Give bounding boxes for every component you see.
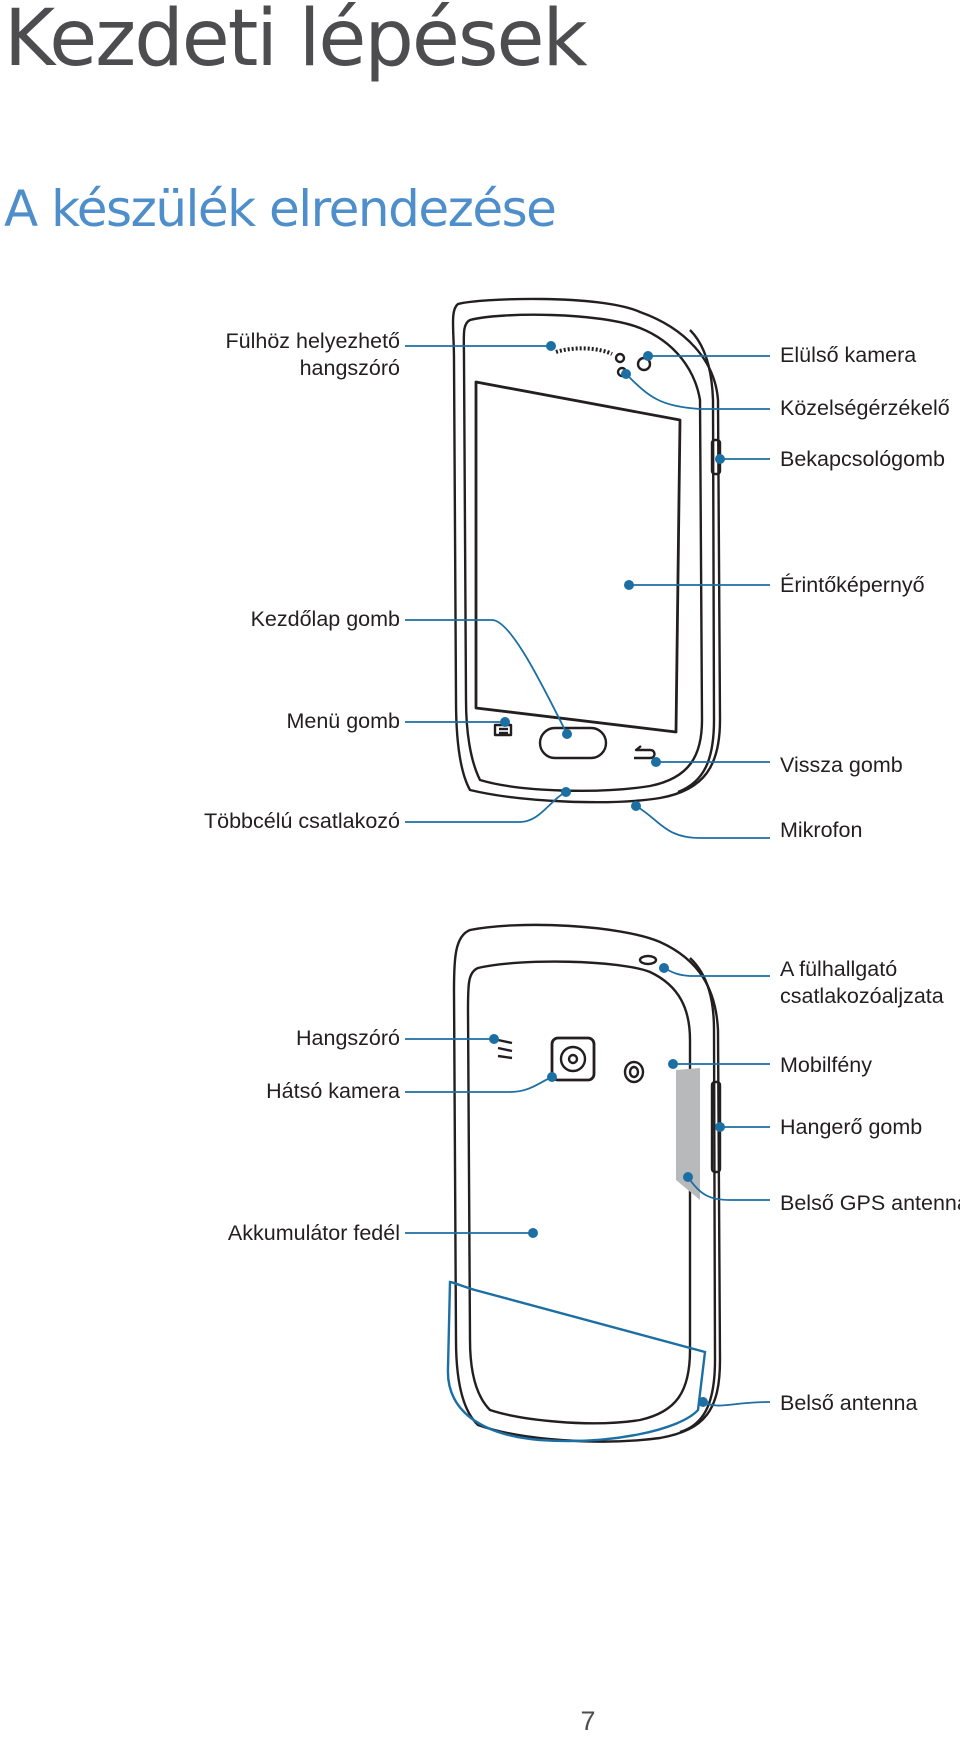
- label-headset-jack: A fülhallgató csatlakozóaljzata: [780, 957, 944, 1008]
- gps-antenna-area: [676, 1068, 700, 1200]
- callout-dot-proximity: [621, 369, 631, 379]
- callout-dot-power: [715, 454, 725, 464]
- callout-dot-earpiece: [546, 341, 556, 351]
- callout-dot-volume: [715, 1122, 725, 1132]
- headset-jack-shape: [638, 954, 658, 966]
- label-internal-antenna: Belső antenna: [780, 1391, 918, 1415]
- rear-view-illustration: [405, 923, 771, 1443]
- label-volume-button: Hangerő gomb: [780, 1115, 923, 1139]
- callout-dot-front-camera: [643, 351, 653, 361]
- label-gps-antenna: Belső GPS antenna: [780, 1191, 960, 1215]
- proximity-sensor-1: [614, 352, 626, 364]
- callout-dot-back: [651, 757, 661, 767]
- rear-camera-lens: [559, 1045, 587, 1073]
- callout-dot-mic: [631, 801, 641, 811]
- label-multipurpose-jack: Többcélú csatlakozó: [204, 809, 400, 833]
- chapter-title: Kezdeti lépések: [4, 0, 588, 84]
- callout-dot-speaker: [489, 1034, 499, 1044]
- label-microphone: Mikrofon: [780, 818, 863, 842]
- label-menu-button: Menü gomb: [286, 709, 400, 733]
- label-touchscreen: Érintőképernyő: [780, 573, 925, 597]
- label-power-button: Bekapcsológomb: [780, 447, 945, 471]
- callout-dot-home: [562, 729, 572, 739]
- front-view-illustration: [405, 297, 770, 839]
- back-key-icon: [634, 745, 656, 760]
- phone-side-edge: [677, 329, 716, 794]
- label-flash: Mobilfény: [780, 1053, 873, 1077]
- touchscreen-outline: [474, 380, 682, 734]
- callout-dot-touchscreen: [624, 580, 634, 590]
- callout-dot-battery: [528, 1228, 538, 1238]
- label-back-button: Vissza gomb: [780, 753, 903, 777]
- label-speaker: Hangszóró: [296, 1026, 400, 1050]
- label-rear-camera: Hátsó kamera: [266, 1079, 400, 1103]
- label-earpiece: Fülhöz helyezhető hangszóró: [225, 329, 401, 380]
- callout-dot-flash: [668, 1059, 678, 1069]
- callout-dot-antenna: [698, 1397, 708, 1407]
- battery-cover-outline: [466, 960, 692, 1425]
- callout-dot-menu: [500, 717, 510, 727]
- internal-antenna-region: [446, 1280, 707, 1443]
- earpiece-slot: [555, 346, 613, 356]
- speaker-grille: [497, 1038, 513, 1060]
- label-battery-cover: Akkumulátor fedél: [227, 1221, 400, 1245]
- phone-front-bezel: [462, 313, 704, 792]
- label-proximity-sensor: Közelségérzékelő: [780, 396, 950, 420]
- phone-rear-side: [679, 957, 717, 1434]
- rear-camera-housing: [550, 1036, 596, 1082]
- flash-shape: [623, 1060, 645, 1084]
- callout-dot-headset: [659, 963, 669, 973]
- callout-dot-gps: [683, 1172, 693, 1182]
- section-title: A készülék elrendezése: [4, 180, 557, 238]
- callout-dot-jack: [561, 787, 571, 797]
- page-number: 7: [580, 1706, 596, 1736]
- callout-dot-rear-camera: [547, 1072, 557, 1082]
- label-front-camera: Elülső kamera: [780, 343, 917, 367]
- home-button-shape: [538, 726, 608, 760]
- phone-rear-shell: [452, 923, 722, 1443]
- label-home-button: Kezdőlap gomb: [250, 607, 400, 631]
